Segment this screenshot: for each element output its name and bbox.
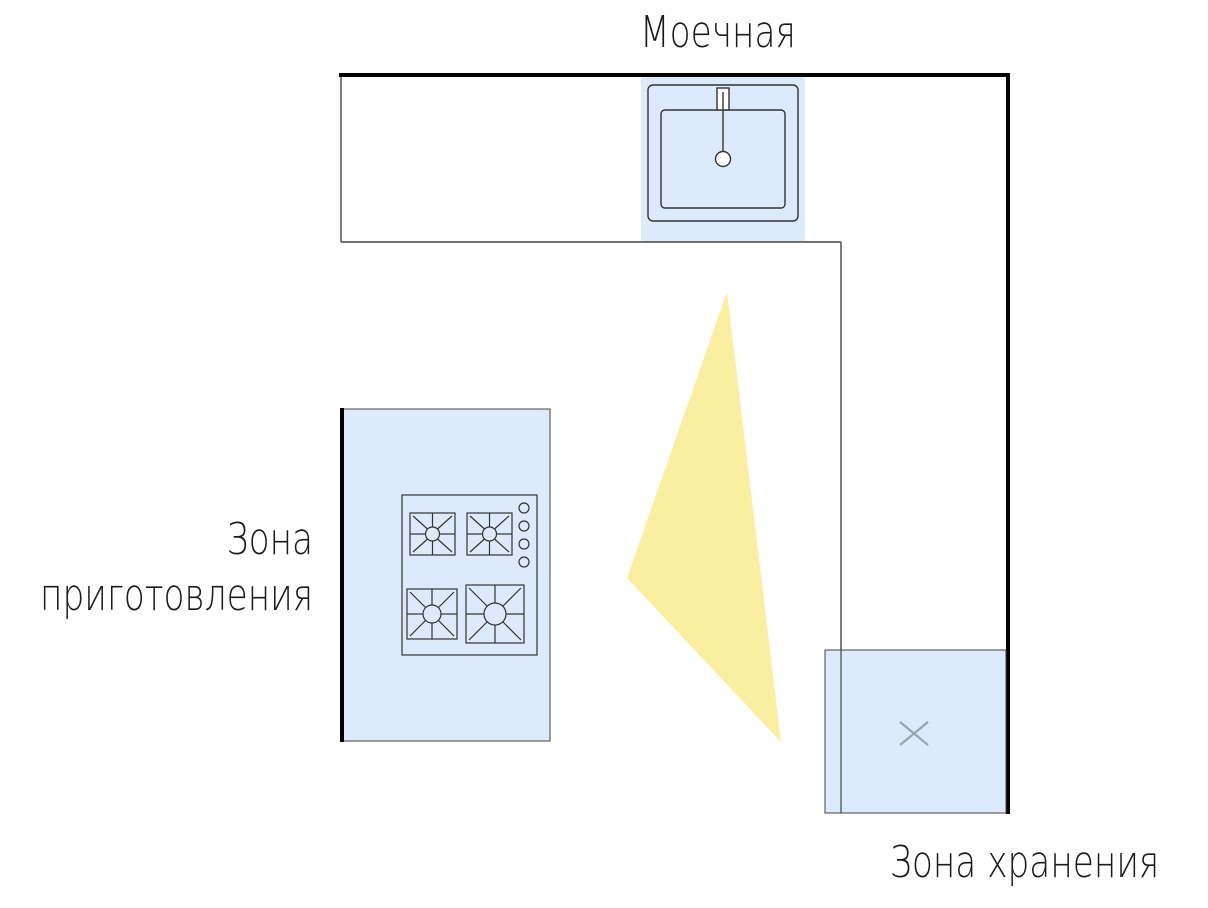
storage-zone: [824, 649, 1007, 814]
walls: [339, 73, 1010, 814]
cooking-zone-label-line2: приготовления: [39, 570, 313, 621]
burner-icon: [406, 588, 458, 640]
burner-icon: [409, 512, 456, 556]
knob-icons: [518, 502, 530, 568]
sink-icon: [647, 84, 799, 222]
cross-mark-icon: [899, 721, 929, 746]
storage-zone-label: Зона хранения: [890, 837, 1160, 888]
cooking-zone: [340, 408, 551, 742]
sink-zone: [641, 77, 805, 241]
burner-icon: [466, 512, 513, 556]
work-triangle: [627, 292, 781, 742]
burner-icon: [465, 584, 525, 644]
cooking-zone-label: Зона приготовления: [40, 512, 313, 624]
gas-hob-icon: [401, 494, 538, 656]
cooking-zone-label-line1: Зона: [226, 514, 313, 565]
sink-zone-label: Моечная: [640, 7, 796, 58]
